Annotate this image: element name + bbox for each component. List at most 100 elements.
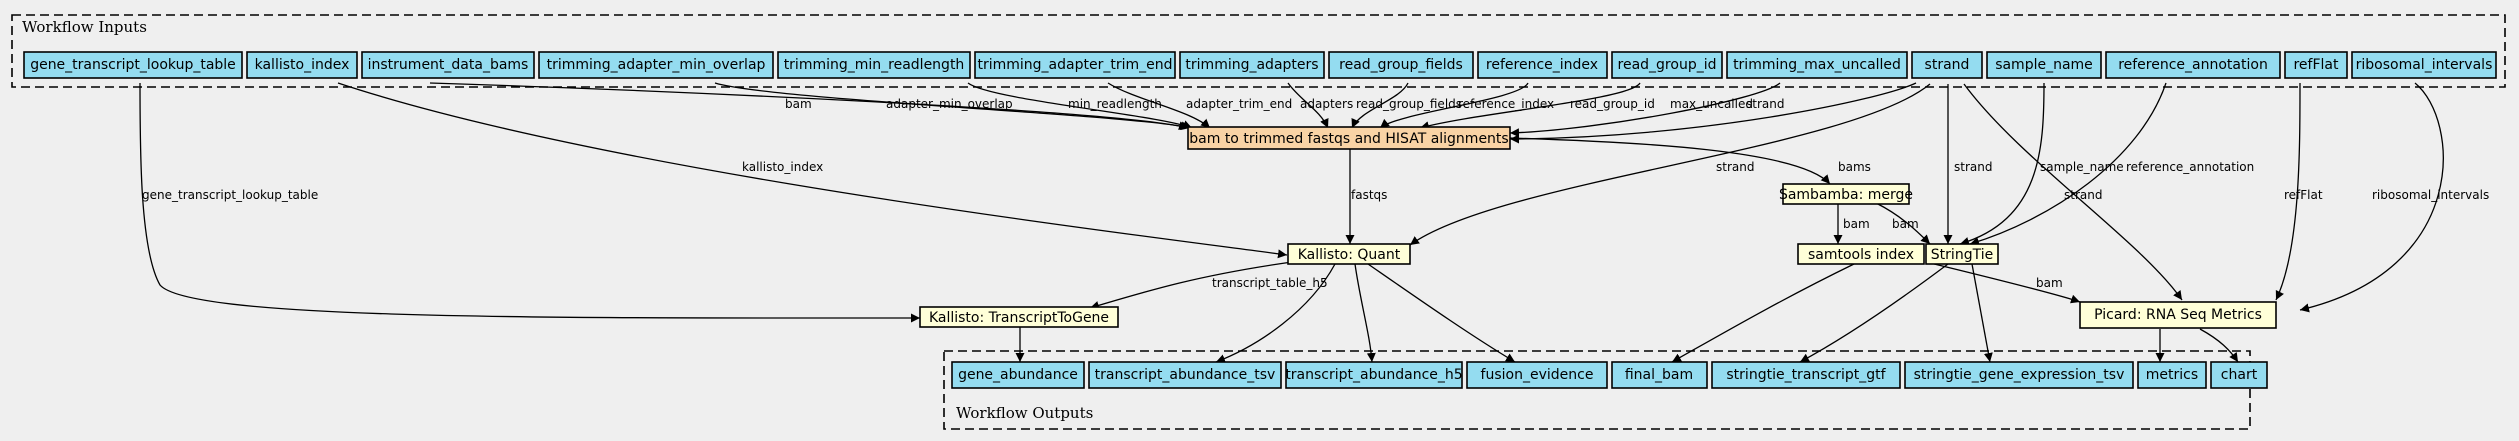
input-kallisto-index[interactable]: kallisto_index xyxy=(246,51,358,79)
edge-label-kallisto-index: kallisto_index xyxy=(742,160,823,174)
edge-transcript-table-h5 xyxy=(1089,261,1293,310)
workflow-inputs-cluster xyxy=(11,14,2506,88)
step-bam-to-trimmed-fastqs-hisat[interactable]: bam to trimmed fastqs and HISAT alignmen… xyxy=(1187,126,1511,150)
output-final-bam[interactable]: final_bam xyxy=(1611,361,1708,389)
output-fusion-evidence[interactable]: fusion_evidence xyxy=(1466,361,1608,389)
edge-label-strand-stringtie: strand xyxy=(1954,160,1992,174)
output-final-bam-label: final_bam xyxy=(1625,367,1693,383)
input-sample-name[interactable]: sample_name xyxy=(1986,51,2102,79)
input-refflat-label: refFlat xyxy=(2293,57,2339,73)
edge-refflat xyxy=(2275,82,2301,301)
edge-label-ribosomal-intervals: ribosomal_intervals xyxy=(2372,188,2489,202)
input-reference-index-label: reference_index xyxy=(1486,57,1598,73)
step-sambamba-merge[interactable]: Sambamba: merge xyxy=(1779,183,1913,205)
edge-to-transcript-abundance-h5 xyxy=(1354,263,1376,363)
input-sample-name-label: sample_name xyxy=(1995,57,2093,73)
edge-read-group-id xyxy=(1419,82,1641,131)
output-chart-label: chart xyxy=(2221,367,2258,383)
input-trimming-adapters-label: trimming_adapters xyxy=(1185,57,1318,73)
edge-to-chart xyxy=(2199,328,2239,363)
input-read-group-id-label: read_group_id xyxy=(1618,57,1717,73)
edge-bams xyxy=(1509,137,1831,185)
edge-label-gene-transcript-lookup-table: gene_transcript_lookup_table xyxy=(142,188,318,202)
edge-label-adapter-trim-end: adapter_trim_end xyxy=(1186,97,1292,111)
edge-label-bam: bam xyxy=(785,97,812,111)
output-chart[interactable]: chart xyxy=(2210,361,2268,389)
input-trimming-adapter-trim-end[interactable]: trimming_adapter_trim_end xyxy=(974,51,1176,79)
step-stringtie[interactable]: StringTie xyxy=(1925,243,1999,265)
edge-label-read-group-id: read_group_id xyxy=(1570,97,1655,111)
output-transcript-abundance-h5-label: transcript_abundance_h5 xyxy=(1285,367,1462,383)
workflow-inputs-title: Workflow Inputs xyxy=(22,18,147,36)
input-reference-index[interactable]: reference_index xyxy=(1477,51,1608,79)
step-kallisto-quant[interactable]: Kallisto: Quant xyxy=(1287,243,1411,265)
input-strand[interactable]: strand xyxy=(1911,51,1983,79)
input-trimming-adapter-min-overlap-label: trimming_adapter_min_overlap xyxy=(547,57,766,73)
edge-label-reference-annotation: reference_annotation xyxy=(2126,160,2254,174)
edge-trimming-min-readlength xyxy=(967,82,1193,129)
edge-gene-transcript-lookup xyxy=(139,82,921,323)
output-stringtie-gene-expression-tsv-label: stringtie_gene_expression_tsv xyxy=(1914,367,2125,383)
input-trimming-adapters[interactable]: trimming_adapters xyxy=(1179,51,1325,79)
edge-label-reference-index: reference_index xyxy=(1458,97,1554,111)
output-transcript-abundance-tsv-label: transcript_abundance_tsv xyxy=(1095,367,1276,383)
step-picard-rna-seq-metrics[interactable]: Picard: RNA Seq Metrics xyxy=(2079,301,2277,329)
edge-strand-to-quant xyxy=(1409,83,1931,246)
output-stringtie-gene-expression-tsv[interactable]: stringtie_gene_expression_tsv xyxy=(1904,361,2134,389)
workflow-outputs-title: Workflow Outputs xyxy=(956,404,1093,422)
output-gene-abundance[interactable]: gene_abundance xyxy=(951,361,1085,389)
edge-label-bam-picard: bam xyxy=(2036,276,2063,290)
input-gene-transcript-lookup-table-label: gene_transcript_lookup_table xyxy=(30,57,236,73)
input-instrument-data-bams[interactable]: instrument_data_bams xyxy=(361,51,535,79)
edge-reference-annotation xyxy=(1969,82,2167,246)
input-read-group-id[interactable]: read_group_id xyxy=(1611,51,1723,79)
edge-label-sample-name: sample_name xyxy=(2040,160,2124,174)
output-stringtie-transcript-gtf[interactable]: stringtie_transcript_gtf xyxy=(1711,361,1901,389)
edge-to-final-bam xyxy=(1671,263,1855,363)
input-reference-annotation[interactable]: reference_annotation xyxy=(2105,51,2281,79)
step-kallisto-transcript-to-gene-label: Kallisto: TranscriptToGene xyxy=(929,310,1109,326)
step-stringtie-label: StringTie xyxy=(1931,247,1993,263)
edge-label-bam-stringtie: bam xyxy=(1892,217,1919,231)
input-trimming-max-uncalled-label: trimming_max_uncalled xyxy=(1733,57,1901,73)
input-trimming-adapter-min-overlap[interactable]: trimming_adapter_min_overlap xyxy=(538,51,774,79)
input-trimming-max-uncalled[interactable]: trimming_max_uncalled xyxy=(1726,51,1908,79)
edge-bam-to-picard xyxy=(1925,261,2081,304)
output-gene-abundance-label: gene_abundance xyxy=(958,367,1078,383)
edge-trimming-adapter-trim-end xyxy=(1107,82,1211,129)
step-samtools-index[interactable]: samtools index xyxy=(1797,243,1925,265)
edge-label-refflat: refFlat xyxy=(2284,188,2323,202)
step-kallisto-transcript-to-gene[interactable]: Kallisto: TranscriptToGene xyxy=(919,306,1119,328)
output-transcript-abundance-tsv[interactable]: transcript_abundance_tsv xyxy=(1088,361,1282,389)
edge-to-stringtie-gene-expression-tsv xyxy=(1971,263,1993,363)
step-picard-rna-seq-metrics-label: Picard: RNA Seq Metrics xyxy=(2094,307,2262,323)
edge-label-transcript-table-h5: transcript_table_h5 xyxy=(1212,276,1328,290)
edge-strand-to-picard xyxy=(1963,83,2183,301)
input-trimming-min-readlength[interactable]: trimming_min_readlength xyxy=(777,51,971,79)
workflow-outputs-cluster xyxy=(943,350,2251,430)
edge-to-stringtie-transcript-gtf xyxy=(1799,263,1949,363)
step-kallisto-quant-label: Kallisto: Quant xyxy=(1298,247,1401,263)
input-read-group-fields[interactable]: read_group_fields xyxy=(1328,51,1474,79)
edge-kallisto-index xyxy=(337,82,1288,259)
edges-layer: bam adapter_min_overlap min_readlength a… xyxy=(139,82,2489,363)
edge-strand-to-alignment xyxy=(1509,82,1917,144)
edge-label-strand-kallisto: strand xyxy=(1716,160,1754,174)
edge-label-fastqs: fastqs xyxy=(1351,188,1387,202)
input-gene-transcript-lookup-table[interactable]: gene_transcript_lookup_table xyxy=(23,51,243,79)
output-transcript-abundance-h5[interactable]: transcript_abundance_h5 xyxy=(1285,361,1463,389)
output-stringtie-transcript-gtf-label: stringtie_transcript_gtf xyxy=(1726,367,1886,383)
edge-to-fusion-evidence xyxy=(1367,263,1516,363)
input-ribosomal-intervals[interactable]: ribosomal_intervals xyxy=(2351,51,2497,79)
input-reference-annotation-label: reference_annotation xyxy=(2118,57,2268,73)
edge-label-bam-samtools: bam xyxy=(1843,217,1870,231)
output-metrics[interactable]: metrics xyxy=(2137,361,2207,389)
step-samtools-index-label: samtools index xyxy=(1808,247,1914,263)
edge-label-read-group-fields: read_group_fields xyxy=(1356,97,1462,111)
edge-ribosomal-intervals xyxy=(2299,82,2444,313)
edge-reference-index xyxy=(1379,82,1529,129)
step-sambamba-merge-label: Sambamba: merge xyxy=(1779,187,1913,203)
input-refflat[interactable]: refFlat xyxy=(2284,51,2348,79)
step-bam-to-trimmed-fastqs-hisat-label: bam to trimmed fastqs and HISAT alignmen… xyxy=(1189,131,1508,147)
